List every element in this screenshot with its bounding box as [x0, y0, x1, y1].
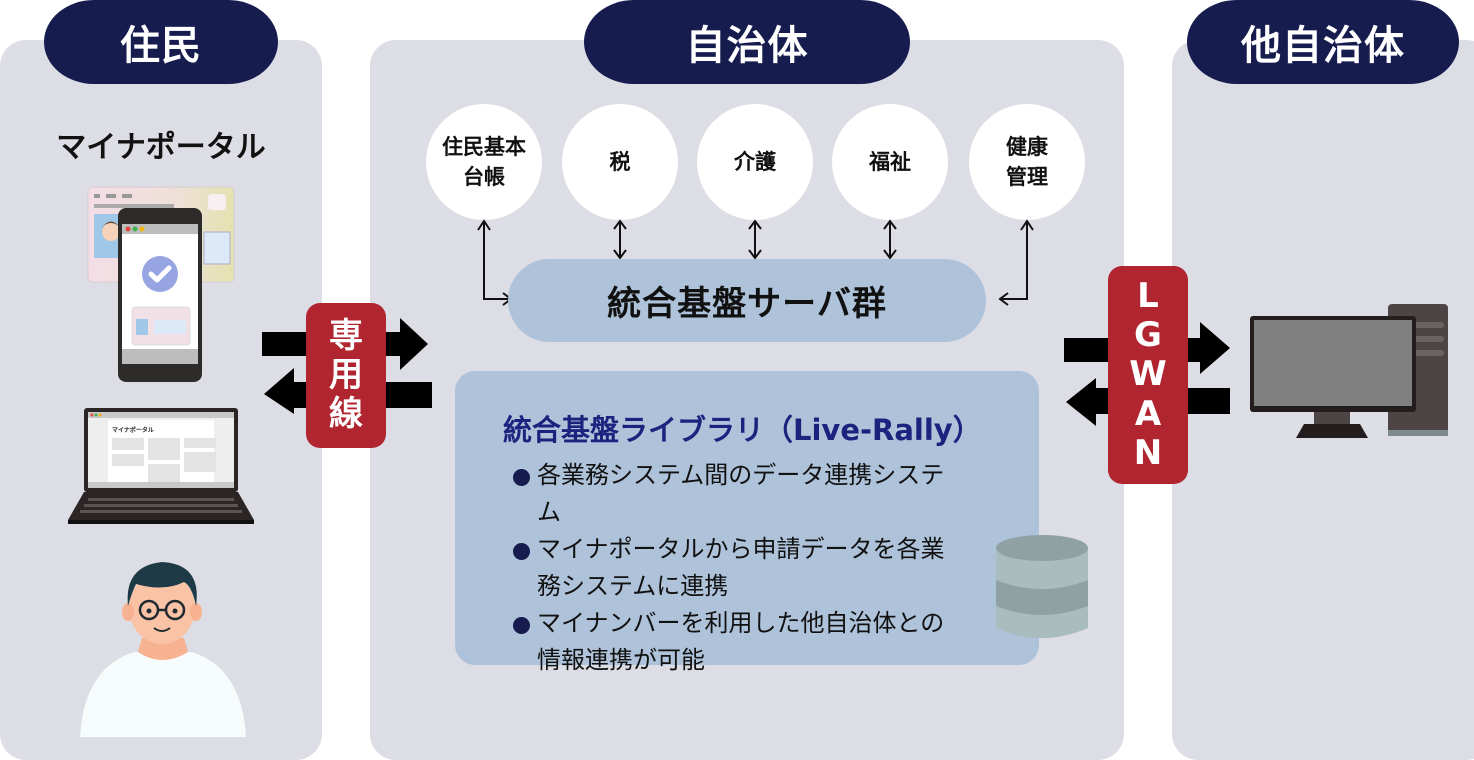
dedicated-line-char: 用	[329, 354, 363, 395]
municipality-header: 自治体	[584, 0, 910, 84]
lgwan-char: N	[1133, 432, 1163, 473]
dedicated-line-badge: 専 用 線	[306, 303, 386, 448]
system-connector-arrows	[477, 219, 1034, 306]
smartphone-with-id-card-illustration	[87, 186, 235, 382]
lgwan-char: L	[1137, 276, 1159, 317]
dedicated-line-char: 専	[329, 315, 363, 356]
other-municipality-header: 他自治体	[1187, 0, 1459, 84]
library-feature-item: マイナポータルから申請データを各業務システムに連携	[511, 531, 967, 605]
resident-header: 住民	[44, 0, 278, 84]
library-feature-list: 各業務システム間のデータ連携システム マイナポータルから申請データを各業務システ…	[511, 457, 967, 679]
laptop-illustration: マイナポータル	[68, 408, 254, 524]
myna-portal-title: マイナポータル	[56, 130, 266, 165]
connector-health-management	[1000, 222, 1028, 300]
integrated-library-box: 統合基盤ライブラリ（Live-Rally） 各業務システム間のデータ連携システム…	[455, 371, 1039, 674]
lgwan-char: W	[1129, 354, 1167, 395]
desktop-computer-illustration	[1250, 304, 1448, 438]
library-title: 統合基盤ライブラリ（Live-Rally）	[503, 413, 982, 447]
laptop-screen-title: マイナポータル	[112, 426, 154, 434]
system-welfare: 福祉	[832, 104, 948, 220]
database-icon	[996, 535, 1088, 638]
lgwan-badge: L G W A N	[1108, 266, 1188, 484]
dedicated-line-char: 線	[329, 394, 363, 435]
lgwan-char: G	[1134, 315, 1162, 356]
system-health-management: 健康 管理	[969, 104, 1085, 220]
system-tax: 税	[562, 104, 678, 220]
system-resident-registry: 住民基本 台帳	[426, 104, 542, 220]
resident-person-illustration	[80, 562, 246, 737]
library-feature-item: マイナンバーを利用した他自治体との情報連携が可能	[511, 605, 967, 679]
integrated-server-group: 統合基盤サーバ群	[508, 259, 986, 342]
lgwan-char: A	[1134, 393, 1162, 434]
connector-resident-registry	[483, 222, 510, 300]
system-nursing-care: 介護	[697, 104, 813, 220]
library-feature-item: 各業務システム間のデータ連携システム	[511, 457, 967, 531]
